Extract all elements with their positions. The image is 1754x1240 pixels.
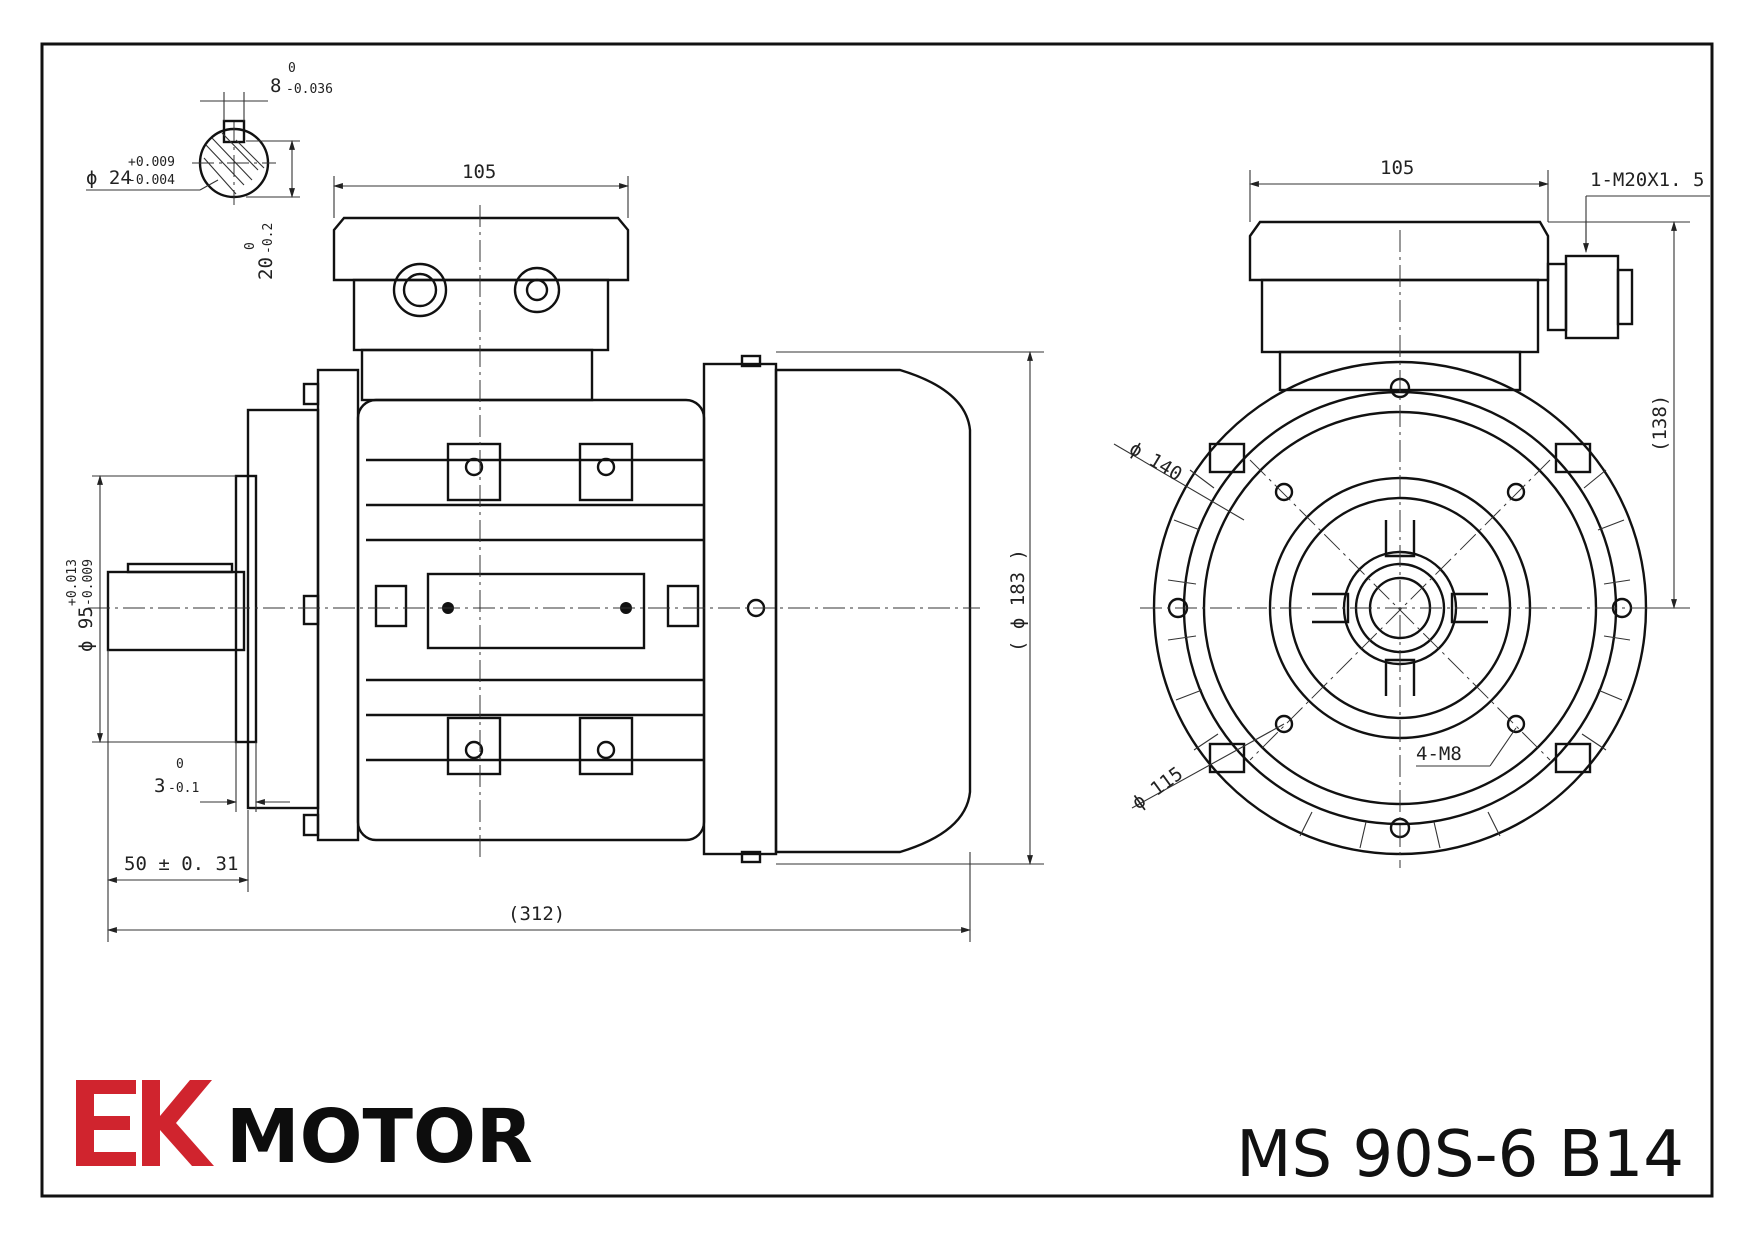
- svg-text:0: 0: [243, 242, 258, 250]
- svg-text:3: 3: [154, 775, 165, 797]
- svg-text:ϕ 24: ϕ 24: [86, 167, 132, 189]
- flange-holes-callout: 4-M8: [1416, 727, 1517, 767]
- svg-text:ϕ 115: ϕ 115: [1128, 763, 1187, 814]
- model-designation: MS 90S-6 B14: [1236, 1118, 1684, 1192]
- bolt-circle-dimension: ϕ 115: [1128, 723, 1285, 814]
- shaft-diameter-dimension: ϕ 24 +0.009 -0.004: [86, 155, 175, 189]
- terminal-box-width-dimension-side: 105: [333, 161, 629, 218]
- svg-text:(138): (138): [1649, 395, 1671, 452]
- shaft-key-section: [86, 92, 300, 205]
- center-height-dimension: (138): [1548, 221, 1690, 609]
- svg-text:-0.036: -0.036: [286, 82, 333, 97]
- svg-text:1-M20X1. 5: 1-M20X1. 5: [1590, 169, 1704, 191]
- svg-text:ϕ 140: ϕ 140: [1125, 437, 1185, 485]
- svg-text:105: 105: [462, 161, 496, 183]
- svg-text:-0.2: -0.2: [261, 223, 276, 254]
- shaft-length-dimension: 50 ± 0. 31: [107, 650, 249, 892]
- svg-text:+0.013: +0.013: [65, 559, 80, 606]
- spigot-diameter-dimension: ϕ 95 +0.013 -0.009: [65, 475, 236, 743]
- sheet-frame: [40, 42, 1714, 1198]
- fan-cover-diameter-dimension: ( ϕ 183 ): [776, 351, 1044, 865]
- svg-text:(312): (312): [508, 903, 565, 925]
- ek-logo-mark: [76, 1080, 214, 1166]
- spigot-depth-dimension: 3 0 -0.1: [154, 742, 290, 812]
- end-view: [1140, 220, 1660, 868]
- logo-k-glyph: [142, 1080, 214, 1166]
- logo-e-glyph: [76, 1080, 136, 1166]
- svg-text:( ϕ 183 ): ( ϕ 183 ): [1007, 549, 1029, 652]
- key-depth-dimension: 20 0 -0.2: [243, 223, 277, 280]
- side-view: [88, 205, 980, 864]
- brand-name: MOTOR: [226, 1094, 533, 1180]
- svg-text:+0.009: +0.009: [128, 155, 175, 170]
- cable-gland-callout: 1-M20X1. 5: [1583, 169, 1710, 253]
- key-width-dimension: 8 0 -0.036: [270, 61, 333, 97]
- svg-text:0: 0: [288, 61, 296, 76]
- svg-text:ϕ 95: ϕ 95: [75, 606, 97, 652]
- svg-text:4-M8: 4-M8: [1416, 743, 1462, 765]
- svg-text:50 ± 0. 31: 50 ± 0. 31: [124, 853, 238, 875]
- svg-text:20: 20: [255, 257, 277, 280]
- flange-pcd-dimension: ϕ 140: [1113, 437, 1245, 521]
- svg-text:0: 0: [176, 757, 184, 772]
- svg-text:-0.009: -0.009: [81, 559, 96, 606]
- svg-text:105: 105: [1380, 157, 1414, 179]
- svg-text:8: 8: [270, 75, 281, 97]
- terminal-box-width-dimension-end: 105: [1249, 157, 1549, 222]
- overall-length-dimension: (312): [107, 852, 971, 942]
- svg-text:-0.1: -0.1: [168, 781, 199, 796]
- svg-text:-0.004: -0.004: [128, 173, 175, 188]
